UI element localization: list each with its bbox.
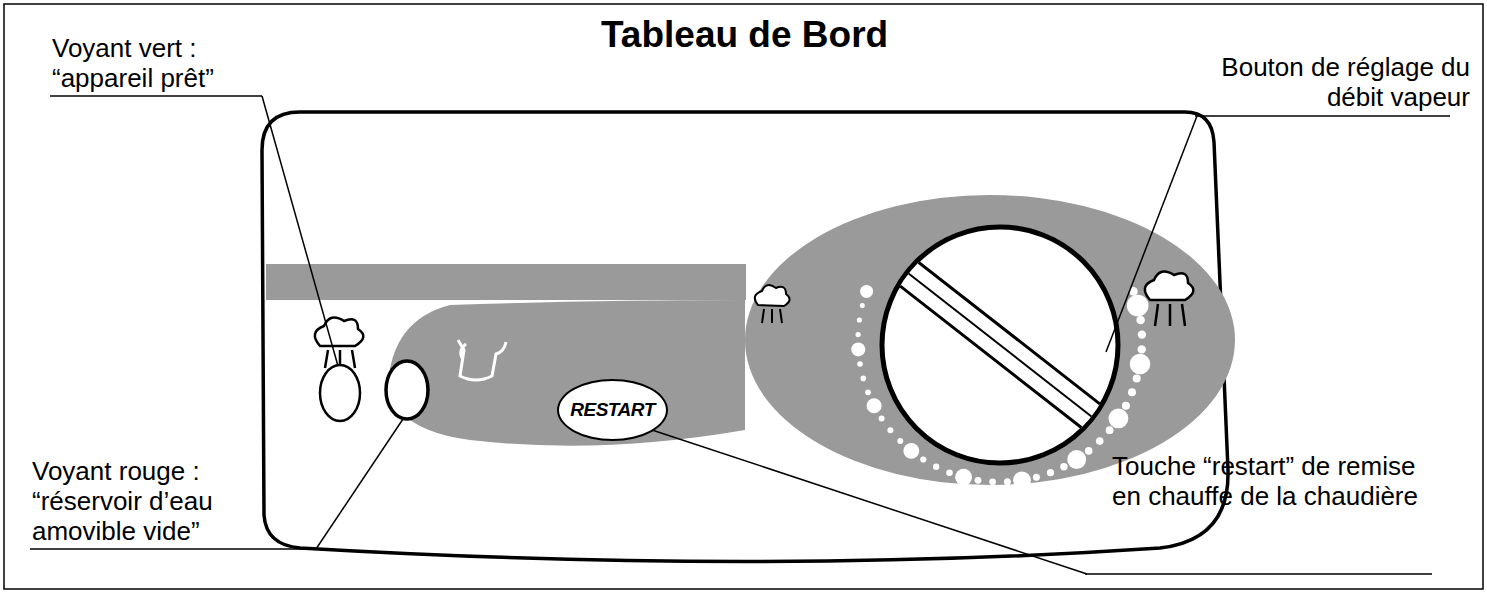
flow-dot [857,361,863,367]
steam-icon-small [755,285,790,323]
flow-dot [1060,463,1067,470]
flow-dot [989,478,996,485]
flow-dot [975,477,982,484]
grey-lozenge [388,300,745,446]
flow-dot [920,456,926,462]
diagram-title: Tableau de Bord [601,14,888,56]
flow-dot [1138,345,1146,353]
flow-dot [1096,437,1104,445]
flow-dot [1085,447,1093,455]
flow-dot [861,376,867,382]
red-light-label: Voyant rouge : “réservoir d’eau amovible… [32,456,262,546]
flow-dot [897,438,903,444]
knob-grip [880,247,1119,443]
flow-dot [933,464,939,470]
knob-label: Bouton de réglage du débit vapeur [1190,52,1470,112]
green-light-label: Voyant vert : “appareil prêt” [52,33,267,93]
flow-dot [851,342,865,356]
button-text: RESTART [570,399,654,421]
frame [4,4,1483,589]
flow-dot [856,332,861,337]
flow-dot [1047,469,1054,476]
flow-dot [1109,409,1129,429]
flow-dot [887,427,893,433]
pitcher-icon [458,340,506,380]
flow-dot [1128,388,1136,396]
flow-dot [867,398,882,413]
flow-dot [1138,330,1146,338]
flow-dot [860,285,873,298]
green-light [320,365,360,421]
restart-label: Touche “restart” de remise en chauffe de… [1112,451,1442,511]
flow-dot [1067,450,1086,469]
flow-dot [857,317,862,322]
restart-button: RESTART [557,379,668,441]
steam-icon-large [1145,271,1193,326]
leader-lines [30,96,1450,574]
flow-dot [955,469,972,486]
grey-ellipse [745,195,1235,485]
flow-dot [1033,474,1040,481]
flow-dot [1004,478,1011,485]
flow-dot [879,415,885,421]
flow-dot [903,443,919,459]
flow-dot [1122,402,1130,410]
flow-dot [1127,295,1149,317]
red-light [386,361,428,419]
flow-dot [1013,471,1031,489]
flow-dot [946,469,953,476]
grey-band [266,264,746,300]
flow-dot [1130,354,1151,375]
flow-dot [1106,426,1114,434]
steam-icon-light [315,317,363,368]
knob [882,227,1118,463]
flow-dot [1133,374,1141,382]
flow-dot [860,303,865,308]
flow-dot [865,389,871,395]
panel-body [262,112,1228,562]
flow-dot [1136,316,1145,325]
